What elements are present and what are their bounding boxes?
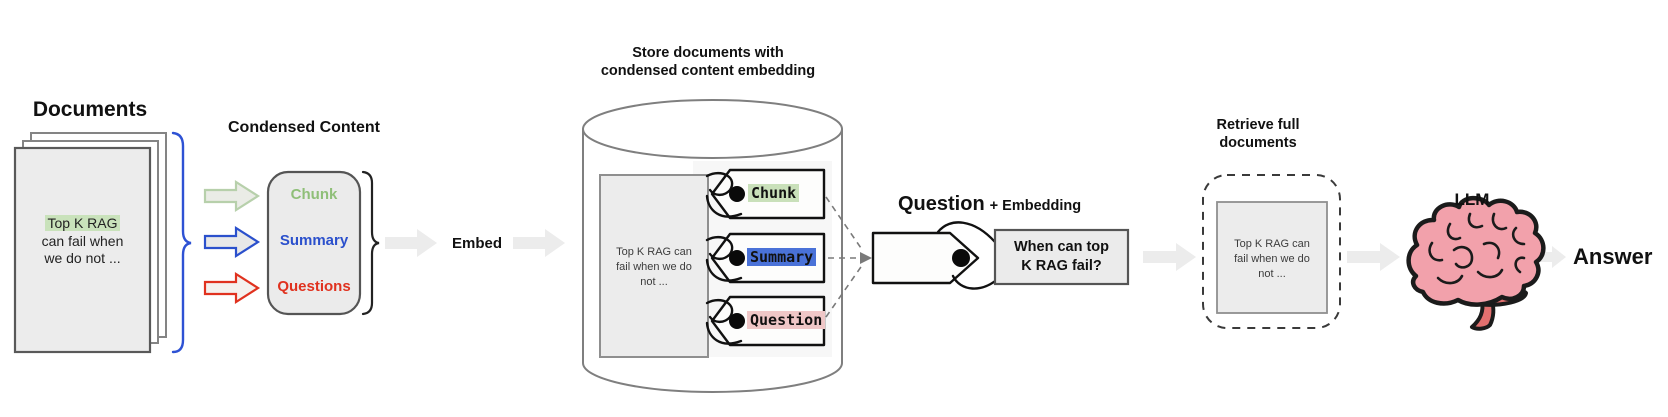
documents-brace	[171, 131, 192, 354]
brain-icon	[1406, 195, 1546, 331]
front-page-text: Top K RAG can fail when we do not ...	[41, 215, 124, 266]
question-title: Question	[898, 193, 985, 215]
answer-label: Answer	[1573, 244, 1653, 269]
llm-arrow-icon	[1347, 243, 1400, 271]
condensed-item-questions: Questions	[277, 278, 351, 295]
store-title: Store documents with condensed content e…	[600, 45, 816, 79]
condensed-brace	[361, 170, 380, 316]
question-embedding-title: Question + Embedding	[898, 193, 1081, 216]
dashed-arrowhead-icon	[860, 252, 872, 264]
chunk-arrow-icon	[203, 179, 261, 213]
stored-document-text: Top K RAG can fail when we do not ...	[616, 246, 692, 288]
tag-label-summary: Summary	[747, 248, 817, 266]
questions-arrow-icon	[203, 271, 261, 305]
question-box	[993, 228, 1130, 286]
documents-title: Documents	[32, 98, 148, 121]
front-page	[13, 146, 152, 354]
answer-arrow-icon	[1538, 246, 1566, 268]
condensed-item-summary: Summary	[279, 232, 349, 249]
condensed-item-chunk: Chunk	[290, 186, 338, 203]
condensed-content-box	[266, 170, 362, 316]
retrieved-document	[1216, 201, 1328, 314]
embed-label: Embed	[451, 235, 502, 252]
tag-label-question: Question	[747, 311, 826, 329]
condensed-content-title: Condensed Content	[228, 119, 380, 136]
llm-label: LLM	[1454, 190, 1490, 209]
stored-document	[599, 174, 709, 358]
retrieve-arrow-icon	[1143, 243, 1196, 271]
brain-folds	[1428, 212, 1526, 285]
document-stack	[13, 132, 167, 354]
question-box-text: When can top K RAG fail?	[1013, 239, 1110, 274]
similarity-dashed-lines	[825, 196, 872, 318]
embedding-suffix: + Embedding	[989, 198, 1082, 214]
highlighted-phrase: Top K RAG	[45, 215, 120, 231]
retrieve-title: Retrieve full documents	[1216, 117, 1300, 151]
embed-arrow-left-icon	[385, 229, 437, 257]
retrieved-document-text: Top K RAG can fail when we do not ...	[1234, 238, 1310, 280]
embed-arrow-right-icon	[513, 229, 565, 257]
summary-arrow-icon	[203, 225, 261, 259]
tag-label-chunk: Chunk	[748, 184, 800, 202]
query-tag-icon	[871, 221, 1002, 290]
